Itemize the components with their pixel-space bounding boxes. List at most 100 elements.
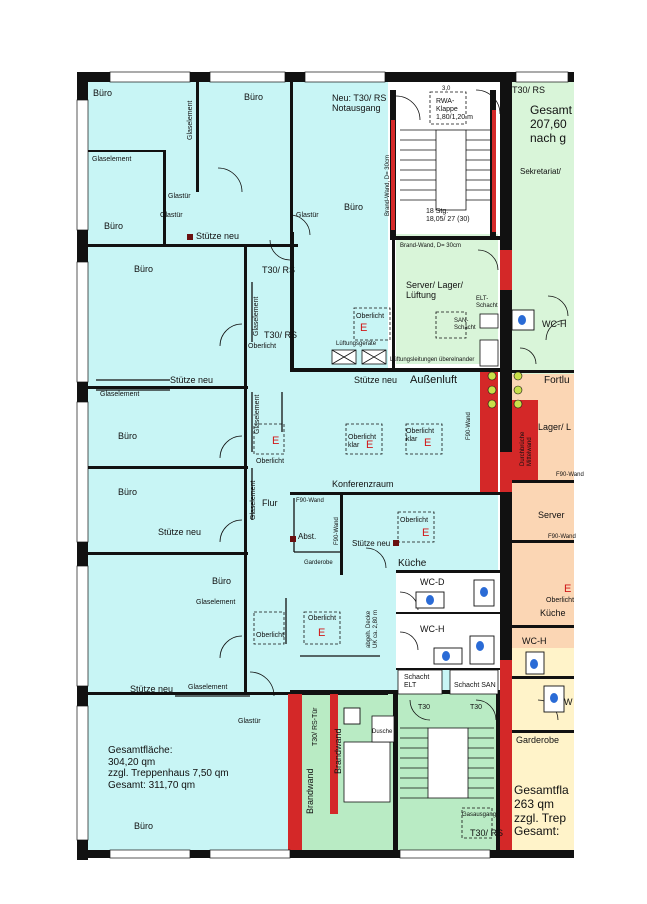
column-label: Stütze neu	[130, 684, 174, 694]
ventilation-ducts-label: Lüftungsleitungen überelnander	[390, 357, 475, 363]
wc-men-right-label-2: WC-H	[522, 636, 547, 646]
wall-top-v	[196, 82, 199, 192]
wall-stair2-top	[290, 690, 500, 694]
san-shaft-label-2: Schacht SAN	[454, 682, 496, 689]
wall-stair-bottom	[396, 236, 500, 240]
glass-door-label: Glastür	[168, 193, 191, 200]
light-fixture-icons	[487, 371, 523, 409]
wall-top-v3	[163, 150, 166, 245]
wall-wc-mid	[396, 612, 500, 614]
server-room-label: Server/ Lager/ Lüftung	[406, 280, 464, 301]
door-label: T30	[470, 704, 483, 711]
staircase-label: 18 Stg. 18,05/ 27 (30)	[426, 208, 470, 224]
light-fixture-icon	[487, 385, 497, 395]
firewall-stair2-left	[288, 694, 302, 850]
skylight-label: Oberlicht	[256, 458, 285, 465]
room-label-buero: Büro	[118, 431, 138, 441]
fire-door-label: T30/ RS-Tür	[312, 707, 319, 746]
right-wing-lower-fill	[512, 648, 574, 852]
electric-mark: E	[360, 322, 368, 334]
kitchen-right-label: Küche	[540, 608, 566, 618]
exit-label: Gasausgang	[462, 812, 497, 818]
toilet-icons	[426, 315, 558, 703]
room-label-buero: Büro	[118, 487, 138, 497]
electric-mark: E	[272, 435, 280, 447]
door-label: T30	[418, 704, 431, 711]
wall-server-left	[392, 240, 395, 370]
room-label-buero: Büro	[134, 821, 154, 831]
storage-label: Abst.	[298, 532, 317, 541]
firewall-stair2-mid	[330, 694, 338, 814]
toilet-icon	[426, 595, 434, 605]
smoke-vent-label: RWA- Klappe 1,80/1,20 m	[436, 98, 473, 122]
corridor-label: Flur	[262, 498, 278, 508]
firewall-label-vertical-3: Brandwand	[333, 728, 343, 774]
light-fixture-icon	[487, 371, 497, 381]
wall-corridor-v	[290, 232, 294, 372]
skylight-label: Oberlicht	[248, 343, 277, 350]
windows	[76, 71, 569, 859]
wc-women-label: WC-D	[420, 577, 445, 587]
wall-kitchen-v	[340, 495, 343, 575]
server-right-label: Server	[538, 510, 565, 520]
wall-right-h1	[512, 370, 574, 373]
toilet-icon	[530, 659, 538, 669]
door-label: T30/ RS	[262, 265, 296, 275]
column-label: Stütze neu	[170, 375, 214, 385]
light-fixture-icon	[513, 399, 523, 409]
toilet-icon	[442, 651, 450, 661]
electric-mark: E	[424, 437, 432, 449]
skylight-label: Oberlicht	[400, 517, 429, 524]
skylights	[253, 307, 467, 645]
glass-element-label: Glaselement	[188, 684, 228, 691]
firewall-right-wing	[512, 400, 538, 480]
staircase-top	[400, 91, 490, 211]
wall-wc-bottom	[396, 668, 500, 670]
elt-shaft-label: ELT- Schacht	[476, 296, 498, 309]
conference-room-label: Konferenzraum	[332, 479, 394, 489]
glass-door-label: Glastür	[238, 718, 261, 725]
glass-element-label: Glaselement	[187, 100, 194, 140]
total-area-right-top: Gesamt 207,60 nach g	[530, 103, 573, 145]
firewall-center-mid	[500, 452, 512, 492]
wall-right-h2	[512, 480, 574, 483]
lowered-ceiling-label: abgeh. Decke UK ca. 2,80 m	[366, 609, 379, 648]
column-label: Stütze neu	[352, 539, 391, 548]
column-marker	[393, 540, 399, 546]
wall-right-h6	[512, 730, 574, 733]
san-shaft-label: SAN- Schacht	[454, 318, 476, 331]
door-label: T30/ RS	[470, 828, 504, 838]
wall-office-h5	[88, 692, 388, 695]
firewall-label: Brand-Wand, D= 30cm	[400, 243, 461, 249]
room-label-buero: Büro	[344, 202, 364, 212]
firewall-stair-right	[492, 110, 496, 232]
outer-wall-bottom	[77, 850, 574, 858]
wall-top-h	[88, 150, 163, 152]
room-label-buero: Büro	[134, 264, 154, 274]
shaft-boxes	[397, 313, 499, 695]
electric-mark: E	[422, 527, 430, 539]
w-right-label: W	[564, 697, 573, 707]
total-area-right-bottom: Gesamtfla 263 qm zzgl. Trep Gesamt:	[514, 783, 569, 839]
elt-shaft-label-2: Schacht ELT	[404, 674, 430, 690]
door-label: T30/ RS	[512, 85, 546, 95]
f90-wall-label: F90-Wand	[334, 517, 340, 545]
toilet-icon	[518, 315, 526, 325]
wardrobe-right-label: Garderobe	[516, 735, 560, 745]
shower-label: Dusche	[372, 729, 393, 735]
wall-stair2-right	[496, 694, 500, 850]
wall-conference-bottom	[290, 492, 500, 495]
wc-men-label: WC-H	[420, 624, 445, 634]
toilet-icon	[480, 587, 488, 597]
emergency-exit-label: Neu: T30/ RS Notausgang	[332, 93, 387, 114]
column-marker	[290, 536, 296, 542]
kitchen-label: Küche	[398, 558, 427, 569]
column-marker	[187, 234, 193, 240]
column-label: Stütze neu	[196, 231, 240, 241]
f90-wall-label: F90-Wand	[296, 498, 324, 504]
wall-corridor-top	[290, 368, 500, 372]
wall-right-h4	[512, 625, 574, 628]
smoke-vent-number: 3,0	[442, 86, 451, 92]
firewall-label-vertical-2: Brandwand	[305, 768, 315, 814]
toilet-icon	[476, 641, 484, 651]
